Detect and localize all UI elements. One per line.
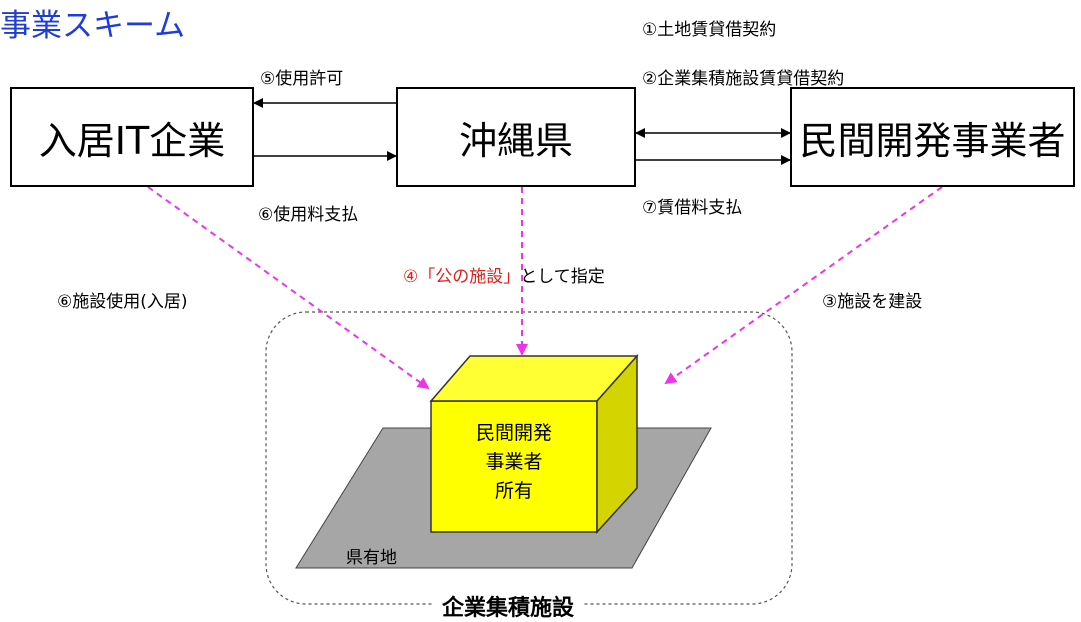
facility-zone-border: [265, 311, 793, 605]
cube-label-line1: 民間開発: [475, 422, 552, 444]
designation-term: 「公の施設」: [418, 267, 521, 287]
designation-number: ④: [403, 267, 419, 287]
label-facility-use: ⑥施設使用(入居): [57, 292, 188, 312]
label-land-lease: ①土地賃貸借契約: [642, 20, 777, 40]
label-build: ③施設を建設: [822, 292, 923, 312]
cube-label: 民間開発 事業者 所有: [431, 419, 597, 506]
page-title: 事業スキーム: [0, 8, 186, 44]
designation-rest: として指定: [520, 267, 605, 287]
label-lease-payment: ⑦賃借料支払: [642, 198, 743, 218]
entity-prefecture: 沖縄県: [396, 87, 636, 187]
cube-label-line2: 事業者: [485, 451, 543, 473]
cube-side-face: [596, 354, 638, 534]
label-facility-lease: ②企業集積施設賃貸借契約: [642, 69, 845, 89]
entity-developer: 民間開発事業者: [790, 87, 1075, 187]
label-usage-fee: ⑥使用料支払: [258, 205, 359, 225]
label-use-permit: ⑤使用許可: [260, 69, 344, 89]
arrow-facility-use: [147, 186, 430, 390]
land-label: 県有地: [346, 548, 397, 568]
entity-it-company: 入居IT企業: [10, 87, 254, 187]
facility-zone-label: 企業集積施設: [432, 590, 585, 622]
label-designation: ④「公の施設」として指定: [403, 262, 605, 287]
cube-label-line3: 所有: [494, 480, 533, 502]
arrow-build: [664, 186, 943, 385]
